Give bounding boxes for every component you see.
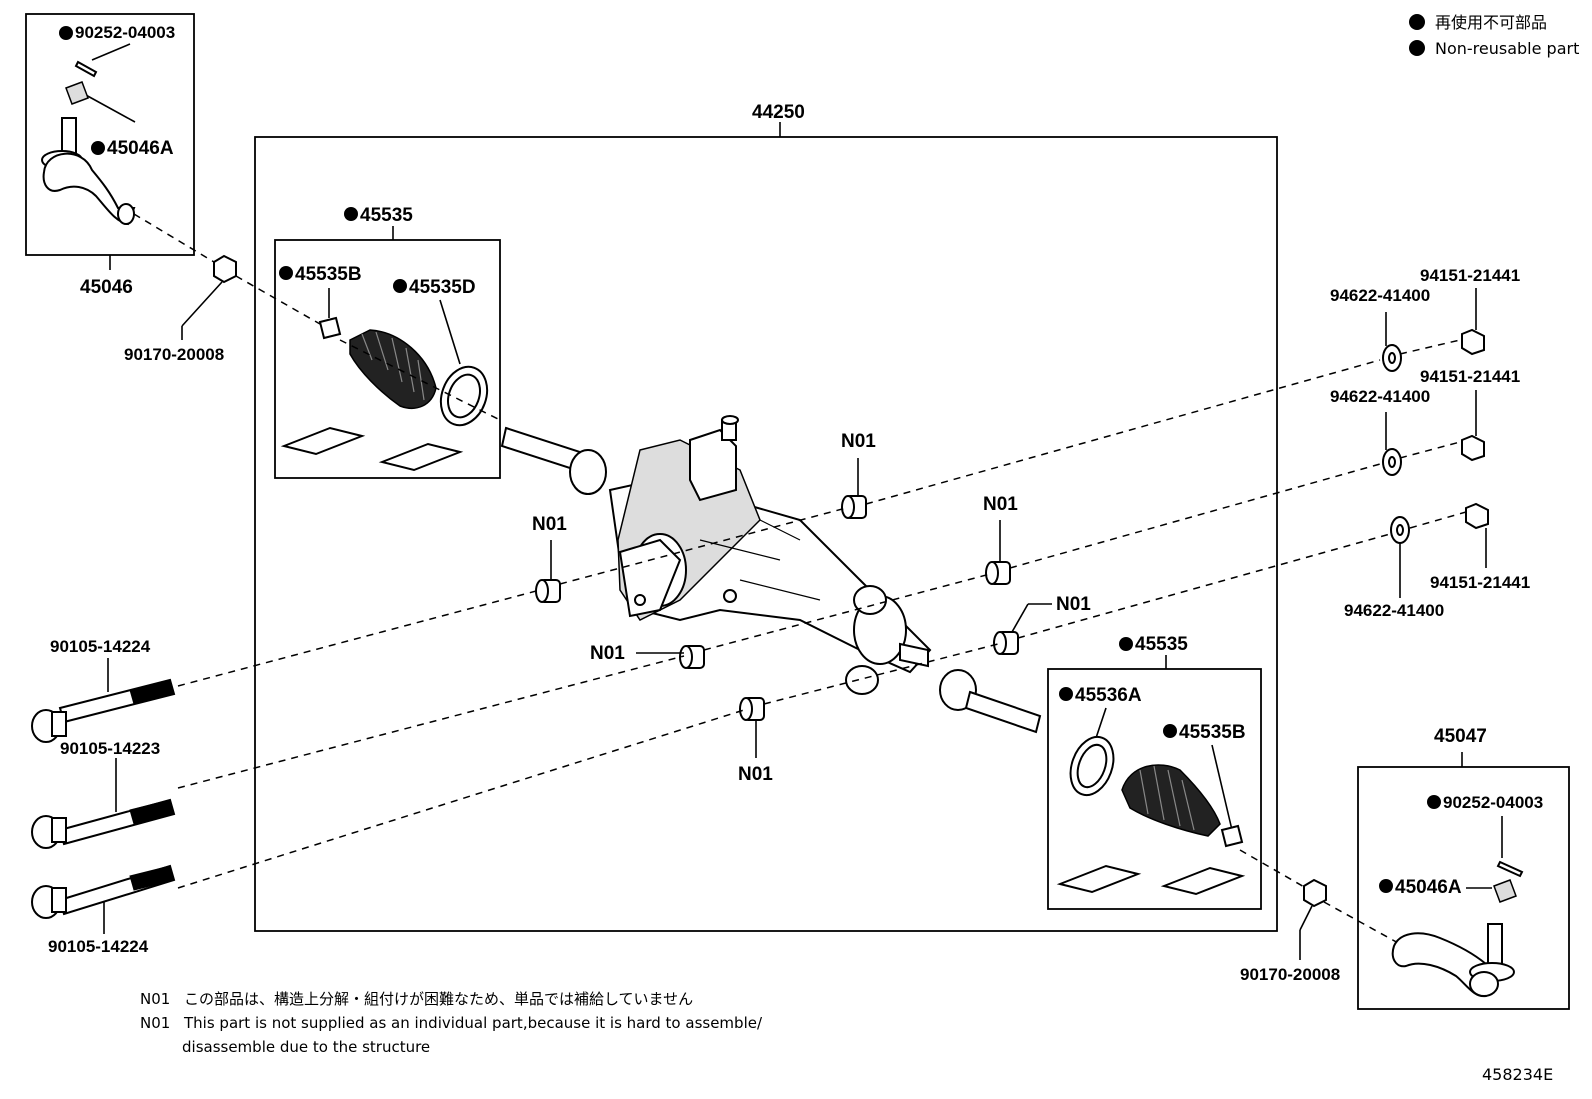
left-tie-rod-end-group: 45046 90252-04003 45046A — [25, 13, 195, 298]
bushing-1-label: N01 — [841, 431, 876, 452]
bellows-boot-icon — [1121, 764, 1221, 837]
bushing-icon — [993, 631, 1019, 655]
washer-3-label: 94622-41400 — [1344, 601, 1444, 620]
left-boot-kit-group: 45535 45535B 45535D — [274, 205, 501, 479]
tie-rod-end-icon — [41, 117, 136, 226]
non-reusable-marker-icon — [344, 207, 358, 221]
right-lock-nut-group: 90170-20008 — [1240, 878, 1340, 984]
left-nut-label: 45046A — [107, 138, 174, 159]
bolt-3-label: 90105-14224 — [48, 937, 149, 956]
bushing-icon — [739, 697, 765, 721]
steering-gear-assembly: 44250 — [254, 102, 1278, 932]
non-reusable-marker-icon — [1409, 14, 1425, 30]
non-reusable-marker-icon — [279, 266, 293, 280]
note-en-code: N01 — [140, 1014, 170, 1032]
bushing-icon — [985, 561, 1011, 585]
right-tie-rod-end-label: 45047 — [1434, 726, 1487, 747]
right-boot-kit-label: 45535 — [1135, 634, 1188, 655]
assembly-frame — [254, 136, 1278, 932]
lock-nut-icon — [213, 254, 237, 284]
bushings: N01 N01 N01 N01 N01 — [532, 431, 1091, 785]
cotter-pin-icon — [1496, 860, 1524, 878]
non-reusable-marker-icon — [1059, 687, 1073, 701]
figure-id: 458234E — [1482, 1065, 1553, 1084]
legend: 再使用不可部品 Non-reusable part — [1409, 13, 1579, 58]
right-nut-label: 45046A — [1395, 877, 1462, 898]
bushing-2-label: N01 — [532, 514, 567, 535]
note-en-text-line1: This part is not supplied as an individu… — [183, 1014, 763, 1032]
note-jp-code: N01 — [140, 990, 170, 1008]
bushing-5-label: N01 — [590, 643, 625, 664]
washers-and-nuts: 94622-41400 94151-21441 94622-41400 9415… — [1330, 266, 1530, 620]
legend-en: Non-reusable part — [1435, 39, 1579, 58]
note-jp-text: この部品は、構造上分解・組付けが困難なため、単品では補給していません — [184, 990, 693, 1008]
right-boot-kit-group: 45535 45536A 45535B — [1047, 634, 1262, 910]
left-boot-kit-frame — [274, 239, 501, 479]
left-boot-clip-label: 45535B — [295, 264, 362, 285]
left-tie-rod-end-frame — [25, 13, 195, 256]
nut-2-label: 94151-21441 — [1420, 367, 1520, 386]
steering-rack-icon — [500, 415, 1042, 734]
grease-packet-icon — [378, 442, 464, 472]
left-cotter-pin-label: 90252-04003 — [75, 23, 175, 42]
tie-rod-end-icon — [1391, 923, 1515, 998]
bushing-4-label: N01 — [1056, 594, 1091, 615]
notes: N01 この部品は、構造上分解・組付けが困難なため、単品では補給していません N… — [140, 990, 763, 1056]
non-reusable-marker-icon — [1163, 724, 1177, 738]
bolt-icon — [31, 798, 176, 849]
non-reusable-marker-icon — [59, 26, 73, 40]
bushing-3-label: N01 — [983, 494, 1018, 515]
grease-packet-icon — [280, 426, 366, 456]
flange-nut-icon — [1465, 502, 1489, 530]
non-reusable-marker-icon — [1427, 795, 1441, 809]
bellows-boot-icon — [349, 329, 437, 409]
right-boot-clamp-label: 45536A — [1075, 685, 1142, 706]
bolt-1-label: 90105-14224 — [50, 637, 151, 656]
right-tie-rod-end-group: 45047 90252-04003 45046A — [1357, 726, 1570, 1010]
assembly-label: 44250 — [752, 102, 805, 123]
non-reusable-marker-icon — [1119, 637, 1133, 651]
left-lock-nut-group: 90170-20008 — [124, 254, 237, 364]
left-boot-kit-label: 45535 — [360, 205, 413, 226]
note-en-text-line2: disassemble due to the structure — [182, 1038, 430, 1056]
boot-clip-icon — [318, 316, 342, 340]
bushing-icon — [679, 645, 705, 669]
legend-jp: 再使用不可部品 — [1435, 13, 1547, 32]
right-tie-rod-end-frame — [1357, 766, 1570, 1010]
non-reusable-marker-icon — [91, 141, 105, 155]
right-lock-nut-label: 90170-20008 — [1240, 965, 1340, 984]
castle-nut-icon — [65, 81, 89, 105]
nut-1-label: 94151-21441 — [1420, 266, 1520, 285]
bolt-icon — [31, 678, 176, 743]
grease-packet-icon — [1160, 866, 1246, 896]
castle-nut-icon — [1493, 879, 1517, 903]
flange-nut-icon — [1461, 434, 1485, 462]
right-cotter-pin-label: 90252-04003 — [1443, 793, 1543, 812]
non-reusable-marker-icon — [1379, 879, 1393, 893]
bolt-2-label: 90105-14223 — [60, 739, 160, 758]
washer-2-label: 94622-41400 — [1330, 387, 1430, 406]
flange-nut-icon — [1461, 328, 1485, 356]
nut-3-label: 94151-21441 — [1430, 573, 1530, 592]
left-lock-nut-label: 90170-20008 — [124, 345, 224, 364]
bolt-icon — [31, 864, 176, 919]
right-boot-kit-frame — [1047, 668, 1262, 910]
left-tie-rod-end-label: 45046 — [80, 277, 133, 298]
washer-1-label: 94622-41400 — [1330, 286, 1430, 305]
right-boot-clip-label: 45535B — [1179, 722, 1246, 743]
cotter-pin-icon — [74, 60, 98, 78]
bushing-icon — [535, 579, 561, 603]
left-boot-clamp-label: 45535D — [409, 277, 476, 298]
lock-nut-icon — [1303, 878, 1327, 908]
boot-clip-icon — [1220, 824, 1244, 848]
non-reusable-marker-icon — [393, 279, 407, 293]
bolts: 90105-14224 90105-14223 90105-14224 — [31, 637, 176, 956]
grease-packet-icon — [1056, 864, 1142, 894]
bushing-6-label: N01 — [738, 764, 773, 785]
non-reusable-marker-icon — [1409, 40, 1425, 56]
bushing-icon — [841, 495, 867, 519]
